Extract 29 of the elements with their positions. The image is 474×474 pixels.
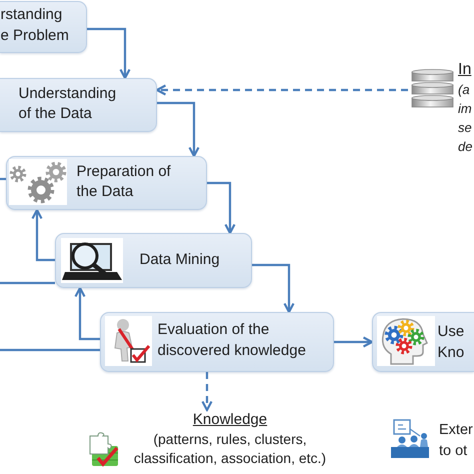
process-box xyxy=(0,78,157,132)
arrow xyxy=(252,264,295,314)
dashed-arrow xyxy=(156,84,408,96)
process-box xyxy=(100,312,334,372)
heading-text: Knowledge xyxy=(192,410,268,429)
arrow xyxy=(207,182,236,234)
step-label: Evaluation of the discovered knowledge xyxy=(158,320,307,360)
connector-line xyxy=(0,282,55,284)
step-label: Understanding of the Data xyxy=(18,84,118,124)
caption-text: Exter to ot xyxy=(439,421,474,461)
heading-text: In xyxy=(458,60,472,80)
process-box xyxy=(55,233,252,288)
step-label: rstanding e Problem xyxy=(0,4,70,46)
process-box xyxy=(0,1,87,53)
step-label: Data Mining xyxy=(140,250,221,270)
process-box xyxy=(6,156,207,210)
dashed-arrow xyxy=(201,372,213,412)
arrow xyxy=(87,28,131,80)
arrow xyxy=(31,208,55,262)
step-label: Preparation of the Data xyxy=(76,162,172,202)
arrow xyxy=(74,286,100,340)
connector-line xyxy=(0,178,6,180)
process-box xyxy=(372,312,474,372)
arrow xyxy=(157,102,200,158)
step-label: Use Kno xyxy=(438,322,466,362)
description-text: (patterns, rules, clusters, classification, association, etc.) xyxy=(133,430,327,468)
connector-line xyxy=(0,348,100,352)
arrow xyxy=(334,336,374,348)
description-text: (a im se de xyxy=(458,81,473,156)
